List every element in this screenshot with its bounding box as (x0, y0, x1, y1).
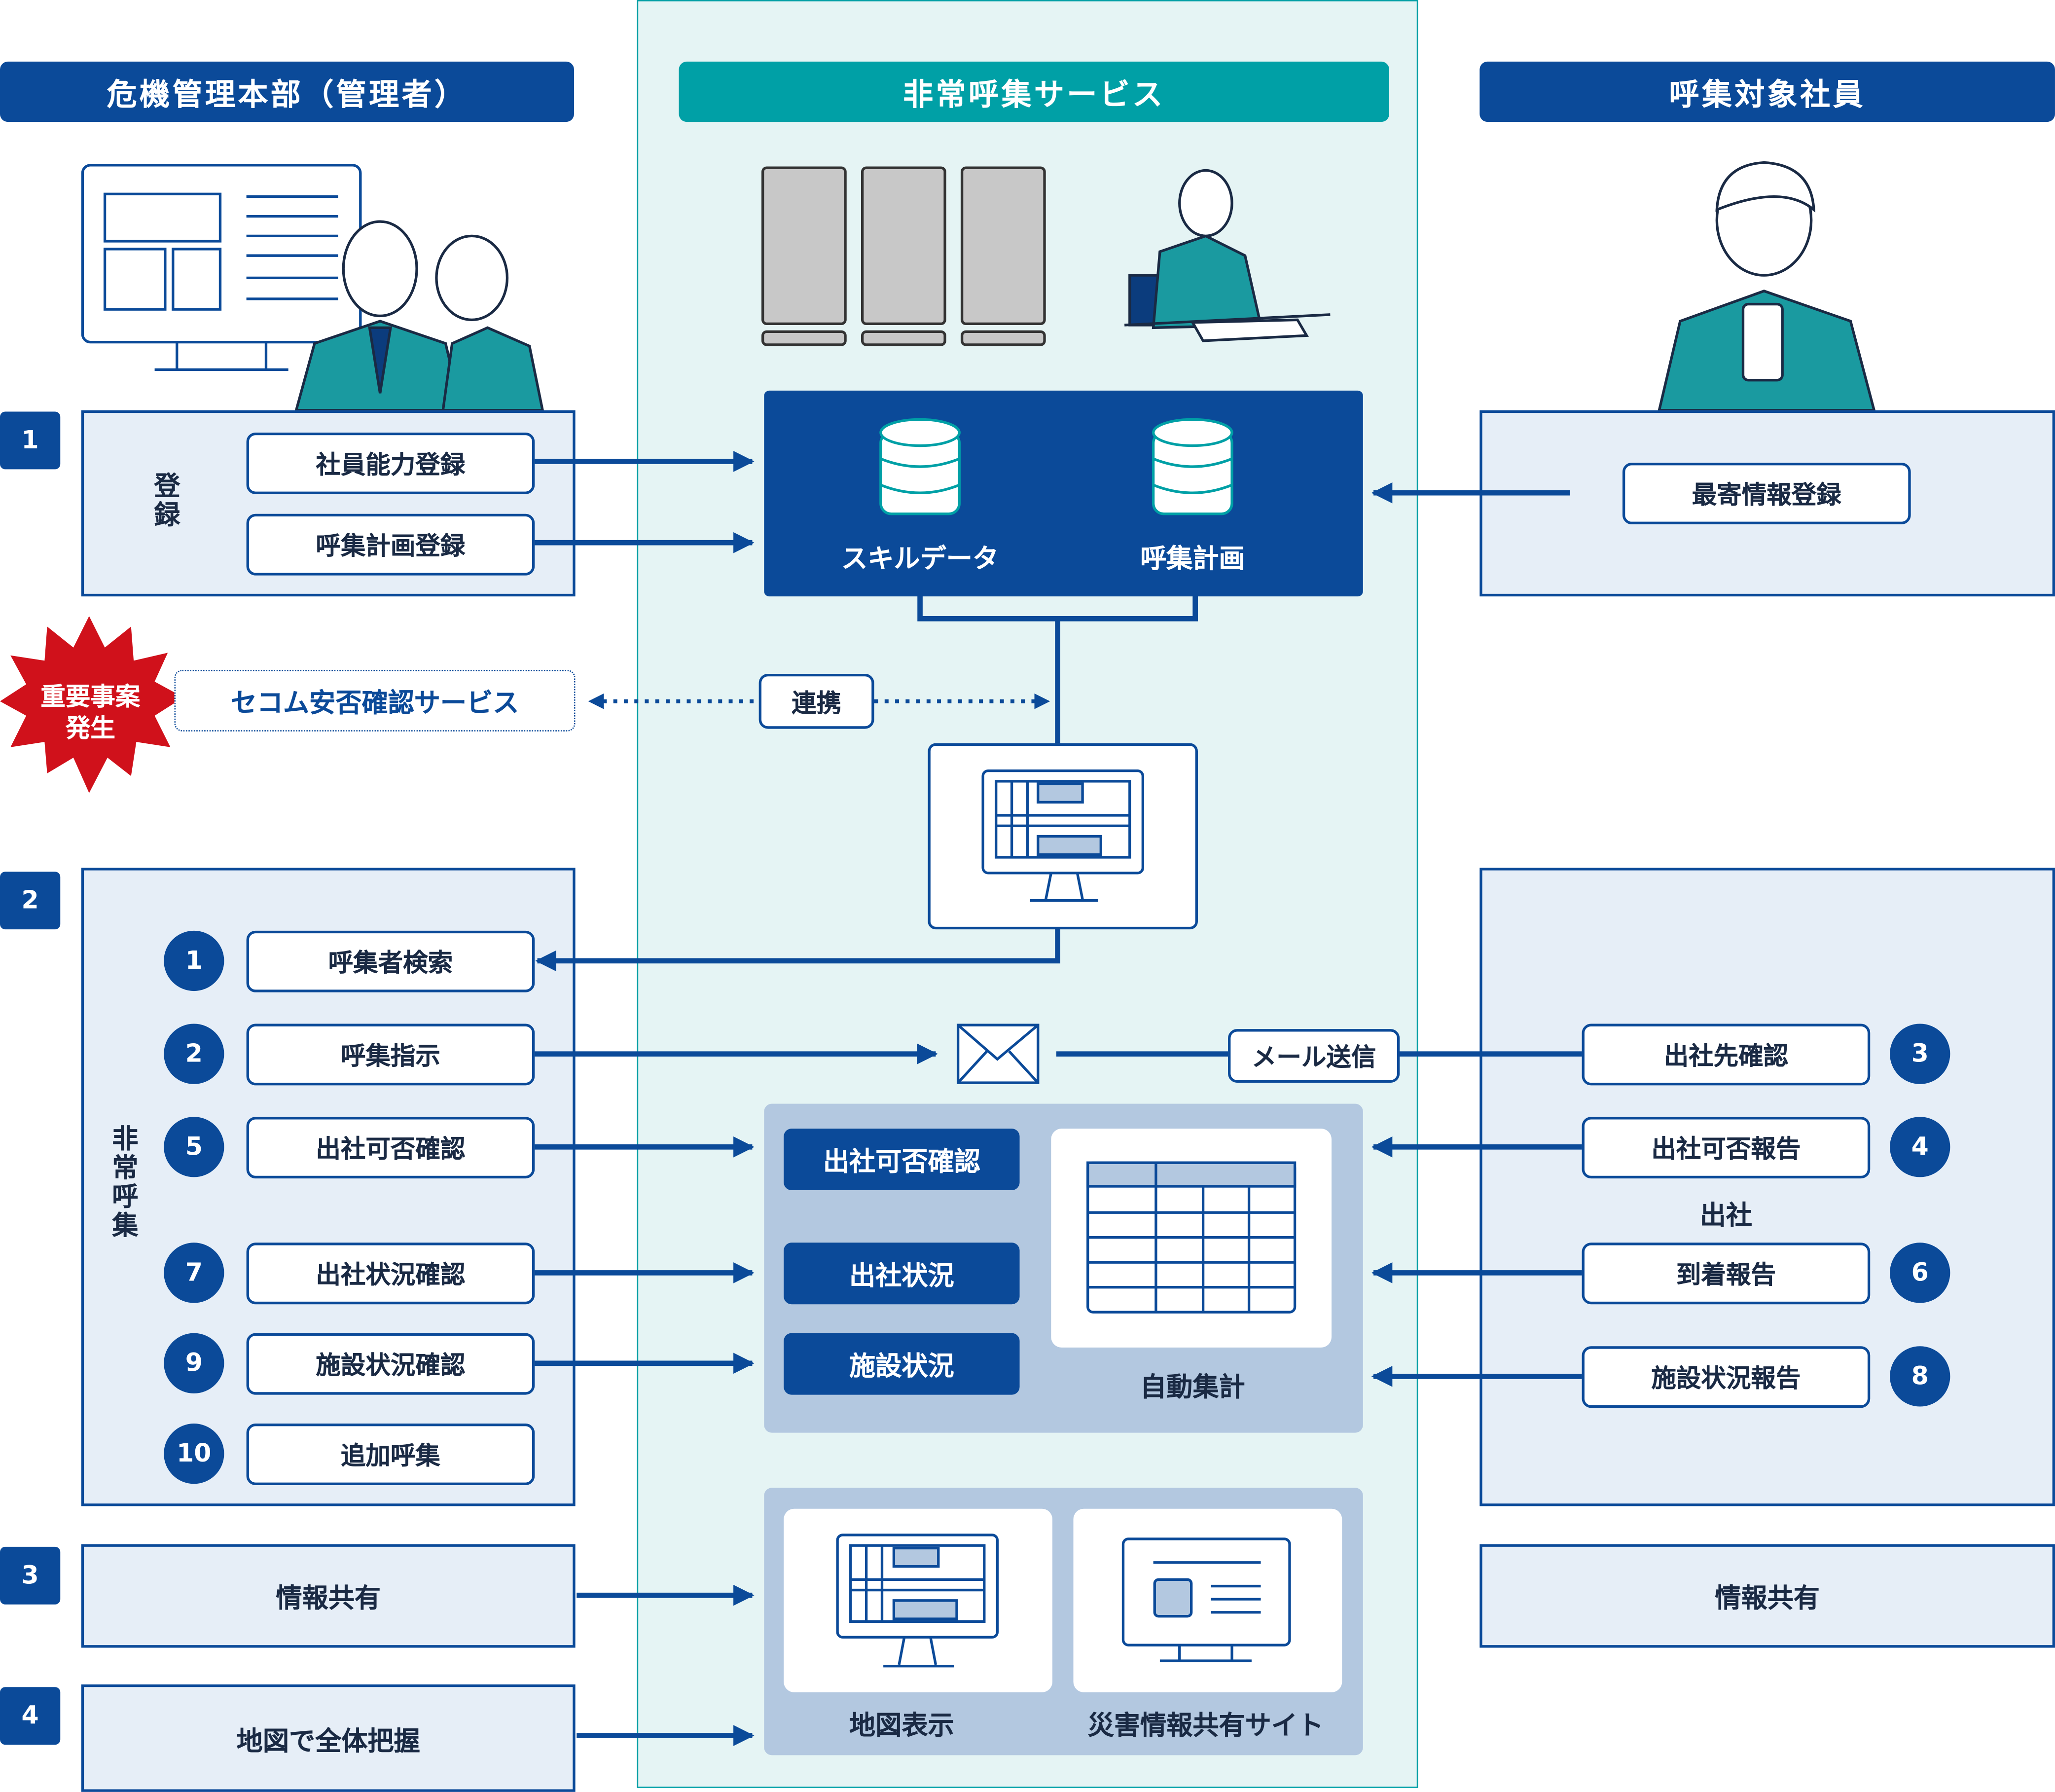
step-4-badge: 4 (1890, 1117, 1950, 1177)
section-badge-3: 3 (0, 1546, 61, 1605)
facility-status-check-button[interactable]: 施設状況確認 (246, 1333, 535, 1395)
employee-header: 呼集対象社員 (1479, 61, 2055, 122)
employee-skill-register-button[interactable]: 社員能力登録 (246, 432, 535, 494)
emergency-call-label: 非常呼集 (107, 1125, 139, 1240)
website-icon (1121, 1537, 1291, 1662)
employee-info-share-panel: 情報共有 (1479, 1544, 2055, 1648)
admin-people-icon (294, 220, 544, 412)
aggregate-attendance-status: 出社状況 (784, 1243, 1020, 1305)
alert-line-1: 重要事案 (40, 683, 141, 712)
step-8-badge: 8 (1890, 1346, 1950, 1407)
alert-starburst-icon (0, 616, 184, 793)
table-icon (1086, 1161, 1297, 1314)
operator-icon (1124, 169, 1331, 342)
facility-status-report-button[interactable]: 施設状況報告 (1582, 1346, 1871, 1408)
call-instruction-button[interactable]: 呼集指示 (246, 1024, 535, 1086)
attendance-report-button[interactable]: 出社可否報告 (1582, 1117, 1871, 1179)
section-badge-4: 4 (0, 1687, 61, 1745)
additional-call-button[interactable]: 追加呼集 (246, 1424, 535, 1485)
secom-service-box[interactable]: セコム安否確認サービス (174, 669, 576, 731)
section-badge-2: 2 (0, 872, 61, 930)
section-badge-1: 1 (0, 411, 61, 470)
map-display-label: 地図表示 (849, 1709, 954, 1740)
service-header: 非常呼集サービス (679, 61, 1389, 122)
info-share-panel: 情報共有 (81, 1544, 576, 1648)
alert-line-2: 発生 (65, 714, 115, 743)
arrival-report-button[interactable]: 到着報告 (1582, 1243, 1871, 1305)
attend-label: 出社 (1699, 1199, 1753, 1231)
nearest-info-register-button[interactable]: 最寄情報登録 (1622, 463, 1911, 524)
register-label: 登録 (149, 472, 181, 530)
map-display-icon (836, 1534, 999, 1668)
skill-database-icon (879, 418, 961, 515)
step-1-badge: 1 (164, 930, 224, 991)
auto-aggregate-label: 自動集計 (1140, 1370, 1245, 1402)
map-monitor-icon (981, 769, 1144, 902)
skill-data-label: スキルデータ (841, 542, 999, 574)
step-6-badge: 6 (1890, 1243, 1950, 1303)
aggregate-attendance-check: 出社可否確認 (784, 1129, 1020, 1191)
step-5-badge: 5 (164, 1117, 224, 1177)
destination-check-button[interactable]: 出社先確認 (1582, 1024, 1871, 1086)
attendance-status-check-button[interactable]: 出社状況確認 (246, 1243, 535, 1305)
plan-database-icon (1152, 418, 1233, 515)
mail-send-label: メール送信 (1228, 1029, 1400, 1083)
aggregate-facility-status: 施設状況 (784, 1333, 1020, 1395)
call-plan-register-button[interactable]: 呼集計画登録 (246, 513, 535, 576)
db-connector (917, 595, 1198, 743)
attendance-check-button[interactable]: 出社可否確認 (246, 1117, 535, 1179)
step-10-badge: 10 (164, 1424, 224, 1484)
step-2-badge: 2 (164, 1024, 224, 1084)
database-box (764, 390, 1363, 597)
step-3-badge: 3 (1890, 1024, 1950, 1084)
map-overview-panel: 地図で全体把握 (81, 1684, 576, 1792)
admin-header: 危機管理本部（管理者） (0, 61, 574, 122)
arrow-search-result (535, 928, 1060, 972)
disaster-site-label: 災害情報共有サイト (1087, 1709, 1324, 1740)
step-9-badge: 9 (164, 1333, 224, 1393)
step-7-badge: 7 (164, 1243, 224, 1303)
caller-search-button[interactable]: 呼集者検索 (246, 930, 535, 992)
envelope-icon (956, 1024, 1040, 1084)
alert-text: 重要事案 発生 (13, 682, 168, 745)
link-label: 連携 (758, 673, 874, 729)
call-plan-label: 呼集計画 (1140, 542, 1245, 574)
server-icon (761, 166, 1046, 346)
